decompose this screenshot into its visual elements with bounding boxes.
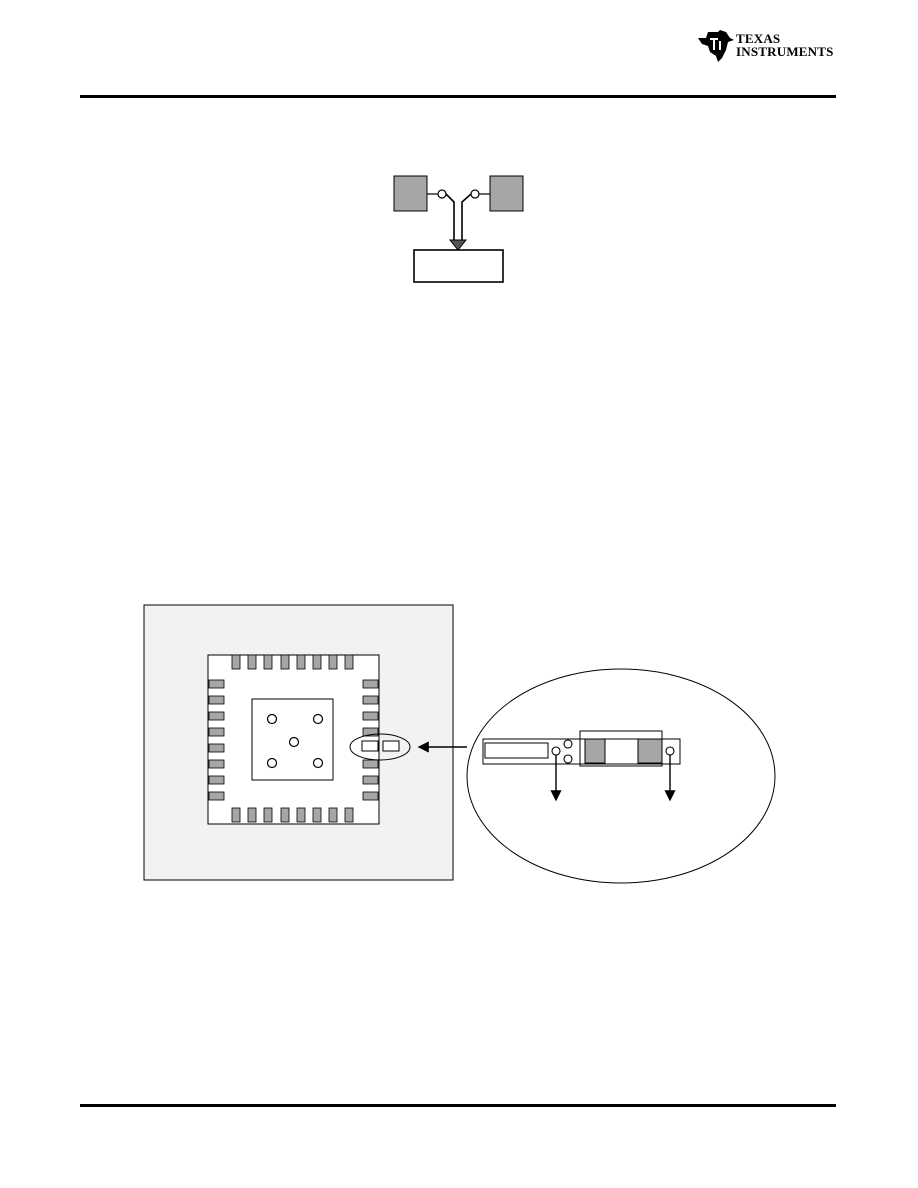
component-pad-left xyxy=(393,175,428,212)
pin xyxy=(208,743,225,753)
footer-rule xyxy=(80,1104,836,1107)
pin xyxy=(362,759,379,769)
figure-bottom xyxy=(143,604,776,884)
small-component-pad xyxy=(361,740,379,752)
ti-logo xyxy=(696,28,840,64)
pin xyxy=(280,654,290,670)
pin xyxy=(247,807,257,823)
pin xyxy=(362,775,379,785)
brand-line-1: TEXAS xyxy=(736,31,781,46)
figure-top xyxy=(393,175,524,283)
via xyxy=(563,754,573,764)
ti-wordmark: TEXAS INSTRUMENTS xyxy=(736,32,834,58)
via-left xyxy=(437,189,447,199)
pin xyxy=(362,791,379,801)
pin xyxy=(208,711,225,721)
pin xyxy=(208,695,225,705)
pins-top xyxy=(231,654,354,670)
pin xyxy=(208,791,225,801)
via xyxy=(563,739,573,749)
via xyxy=(551,746,561,756)
pin xyxy=(208,679,225,689)
arrow-down-icon xyxy=(448,239,468,251)
thermal-vias xyxy=(266,713,324,769)
pins-bottom xyxy=(231,807,354,823)
pin xyxy=(208,727,225,737)
pin xyxy=(362,727,379,737)
pins-left xyxy=(208,679,225,801)
pin xyxy=(362,695,379,705)
pin xyxy=(312,807,322,823)
pin xyxy=(328,654,338,670)
pin xyxy=(263,654,273,670)
pin xyxy=(362,711,379,721)
pin xyxy=(231,654,241,670)
zoom-pad-right xyxy=(637,738,663,764)
pin xyxy=(263,807,273,823)
zoom-ellipse xyxy=(466,668,776,884)
pin xyxy=(312,654,322,670)
pin xyxy=(344,654,354,670)
small-component-pad xyxy=(382,740,400,752)
trace-right xyxy=(461,193,472,244)
via xyxy=(312,713,324,725)
pin xyxy=(247,654,257,670)
via xyxy=(288,736,300,748)
pins-right xyxy=(362,679,379,801)
trace-left xyxy=(445,193,455,244)
brand-line-2: INSTRUMENTS xyxy=(736,44,834,59)
via-right xyxy=(470,189,480,199)
zoom-pad-left xyxy=(584,738,606,764)
via xyxy=(665,746,675,756)
pin xyxy=(208,759,225,769)
pin xyxy=(231,807,241,823)
pin xyxy=(280,807,290,823)
zoom-trace-long xyxy=(484,742,549,759)
pin xyxy=(208,775,225,785)
pin xyxy=(296,654,306,670)
via xyxy=(266,757,278,769)
highlight-ellipse xyxy=(349,733,411,761)
pin xyxy=(296,807,306,823)
header-rule xyxy=(80,95,836,98)
via xyxy=(312,757,324,769)
component-pad-right xyxy=(489,175,524,212)
ti-logo-icon xyxy=(698,30,734,62)
pin xyxy=(328,807,338,823)
destination-block xyxy=(413,249,504,283)
via xyxy=(266,713,278,725)
pin xyxy=(362,679,379,689)
pin xyxy=(344,807,354,823)
